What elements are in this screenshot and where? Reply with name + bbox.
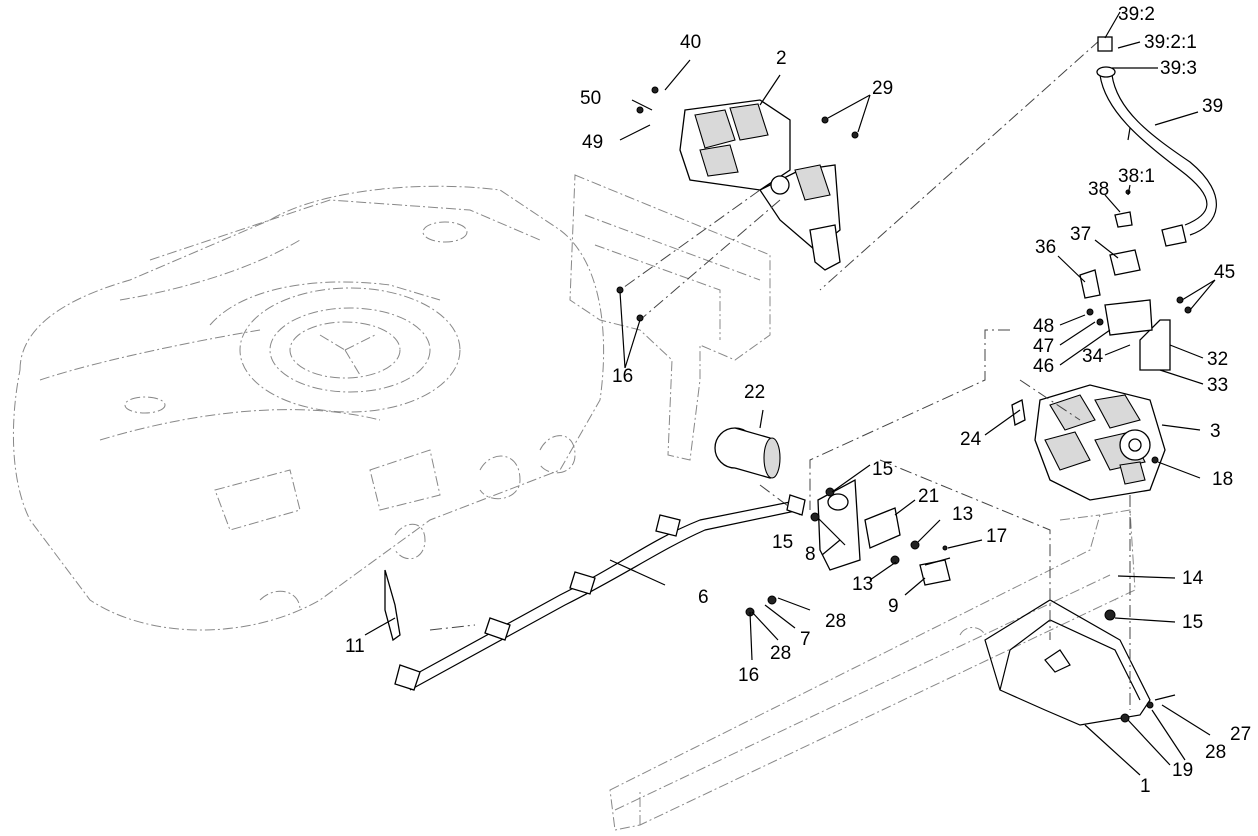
callout-22: 22 — [744, 382, 765, 403]
hose-39 — [1096, 36, 1217, 236]
callout-28-a: 28 — [825, 611, 846, 632]
callout-49: 49 — [582, 132, 603, 153]
hydraulic-motor — [714, 427, 781, 479]
callout-8: 8 — [805, 544, 816, 565]
callout-24: 24 — [960, 429, 982, 450]
callout-40: 40 — [680, 32, 701, 53]
callout-50: 50 — [580, 88, 601, 109]
valve-manifold — [679, 99, 841, 271]
callout-47: 47 — [1033, 336, 1054, 357]
callout-38: 38 — [1088, 179, 1109, 200]
callout-34: 34 — [1082, 346, 1104, 367]
callout-15-a: 15 — [872, 459, 893, 480]
callout-16-b: 16 — [738, 665, 759, 686]
callout-9: 9 — [888, 596, 899, 617]
callout-38-1: 38:1 — [1118, 166, 1155, 187]
callout-37: 37 — [1070, 224, 1091, 245]
callout-39: 39 — [1202, 96, 1223, 117]
callout-36: 36 — [1035, 237, 1056, 258]
mount-bracket — [817, 478, 951, 586]
callout-19: 19 — [1172, 760, 1193, 781]
callout-16-a: 16 — [612, 366, 633, 387]
callout-13-b: 13 — [852, 574, 873, 595]
callout-28-b: 28 — [770, 643, 791, 664]
callout-7: 7 — [800, 629, 811, 650]
callout-18: 18 — [1212, 469, 1233, 490]
callout-15-b: 15 — [772, 532, 793, 553]
hardware-markers — [616, 86, 1192, 723]
frame-rail-phantom — [609, 509, 1136, 831]
frame-bracket-phantom — [569, 174, 771, 461]
callout-labels: 39:2 39:2:1 39:3 39 38:1 38 37 36 45 48 … — [345, 4, 1251, 797]
callout-14: 14 — [1182, 568, 1204, 589]
callout-leaders — [364, 11, 1216, 776]
hose-6 — [394, 494, 806, 691]
assembly-leader-lines — [429, 39, 1131, 710]
callout-46: 46 — [1033, 356, 1054, 377]
callout-39-2: 39:2 — [1118, 4, 1155, 25]
callout-32: 32 — [1207, 349, 1228, 370]
callout-15-c: 15 — [1182, 612, 1203, 633]
callout-27: 27 — [1230, 724, 1251, 745]
callout-6: 6 — [698, 587, 709, 608]
diaphragm-pump — [1034, 384, 1166, 501]
callout-11: 11 — [345, 636, 365, 657]
callout-3: 3 — [1210, 421, 1221, 442]
callout-13-a: 13 — [952, 504, 973, 525]
callout-29: 29 — [872, 78, 893, 99]
callout-48: 48 — [1033, 316, 1054, 337]
callout-39-2-1: 39:2:1 — [1144, 32, 1197, 53]
callout-1: 1 — [1140, 776, 1151, 797]
callout-2: 2 — [776, 48, 787, 69]
callout-33: 33 — [1207, 375, 1228, 396]
callout-17: 17 — [986, 526, 1007, 547]
callout-39-3: 39:3 — [1160, 58, 1197, 79]
callout-45: 45 — [1214, 262, 1235, 283]
callout-28-c: 28 — [1205, 742, 1226, 763]
tank-phantom — [12, 185, 605, 631]
callout-21: 21 — [918, 486, 939, 507]
fittings-group — [384, 211, 1187, 701]
